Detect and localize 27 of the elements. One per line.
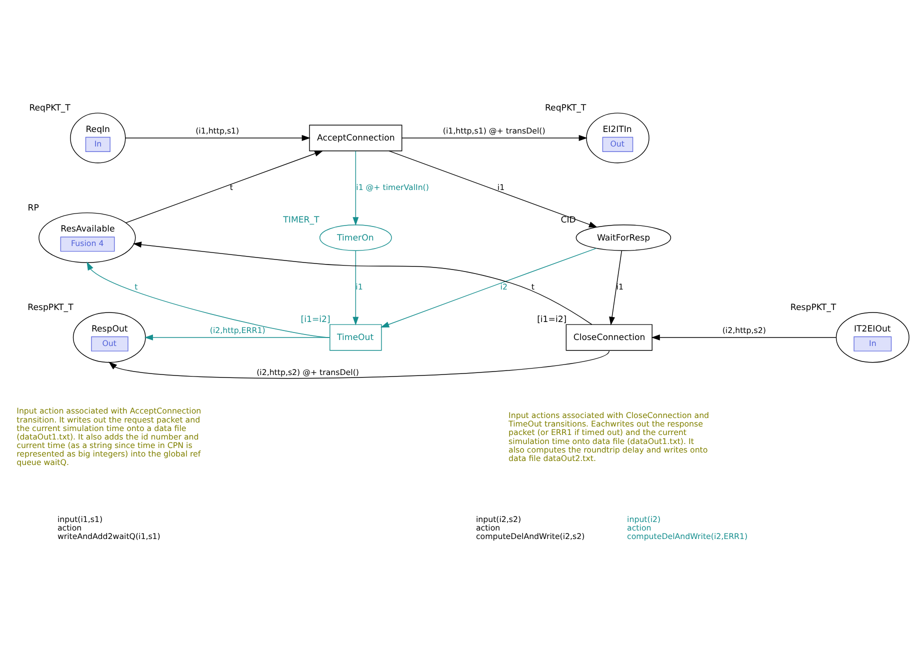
arrow	[352, 150, 359, 226]
arrow	[132, 241, 592, 324]
arrow	[651, 334, 836, 340]
arrow	[352, 250, 359, 325]
arrow	[388, 150, 598, 227]
node-label: [i1=i2]	[300, 314, 330, 325]
arrow	[609, 250, 622, 325]
node-label: TIMER_T	[283, 214, 320, 225]
node-box: AcceptConnection	[309, 124, 402, 151]
arrow	[144, 334, 330, 340]
node-label: ReqPKT_T	[29, 103, 70, 114]
arrow	[380, 247, 597, 328]
arrow	[124, 134, 310, 140]
node-box: CloseConnection	[566, 324, 652, 350]
arrow	[108, 350, 610, 378]
node-label: [i1=i2]	[537, 314, 567, 325]
node-label: RP	[28, 202, 39, 213]
arrow	[86, 261, 330, 338]
arrow	[402, 134, 588, 140]
arrow	[125, 150, 324, 223]
node-box: TimeOut	[330, 324, 382, 350]
node-ellipse: WaitForResp	[576, 224, 672, 250]
node-label: ReqPKT_T	[544, 103, 586, 114]
node-ellipse: TimerOn	[319, 224, 392, 250]
node-label: RespPKT_T	[790, 302, 836, 313]
node-label: CID	[560, 214, 576, 225]
node-label: RespPKT_T	[28, 302, 74, 313]
